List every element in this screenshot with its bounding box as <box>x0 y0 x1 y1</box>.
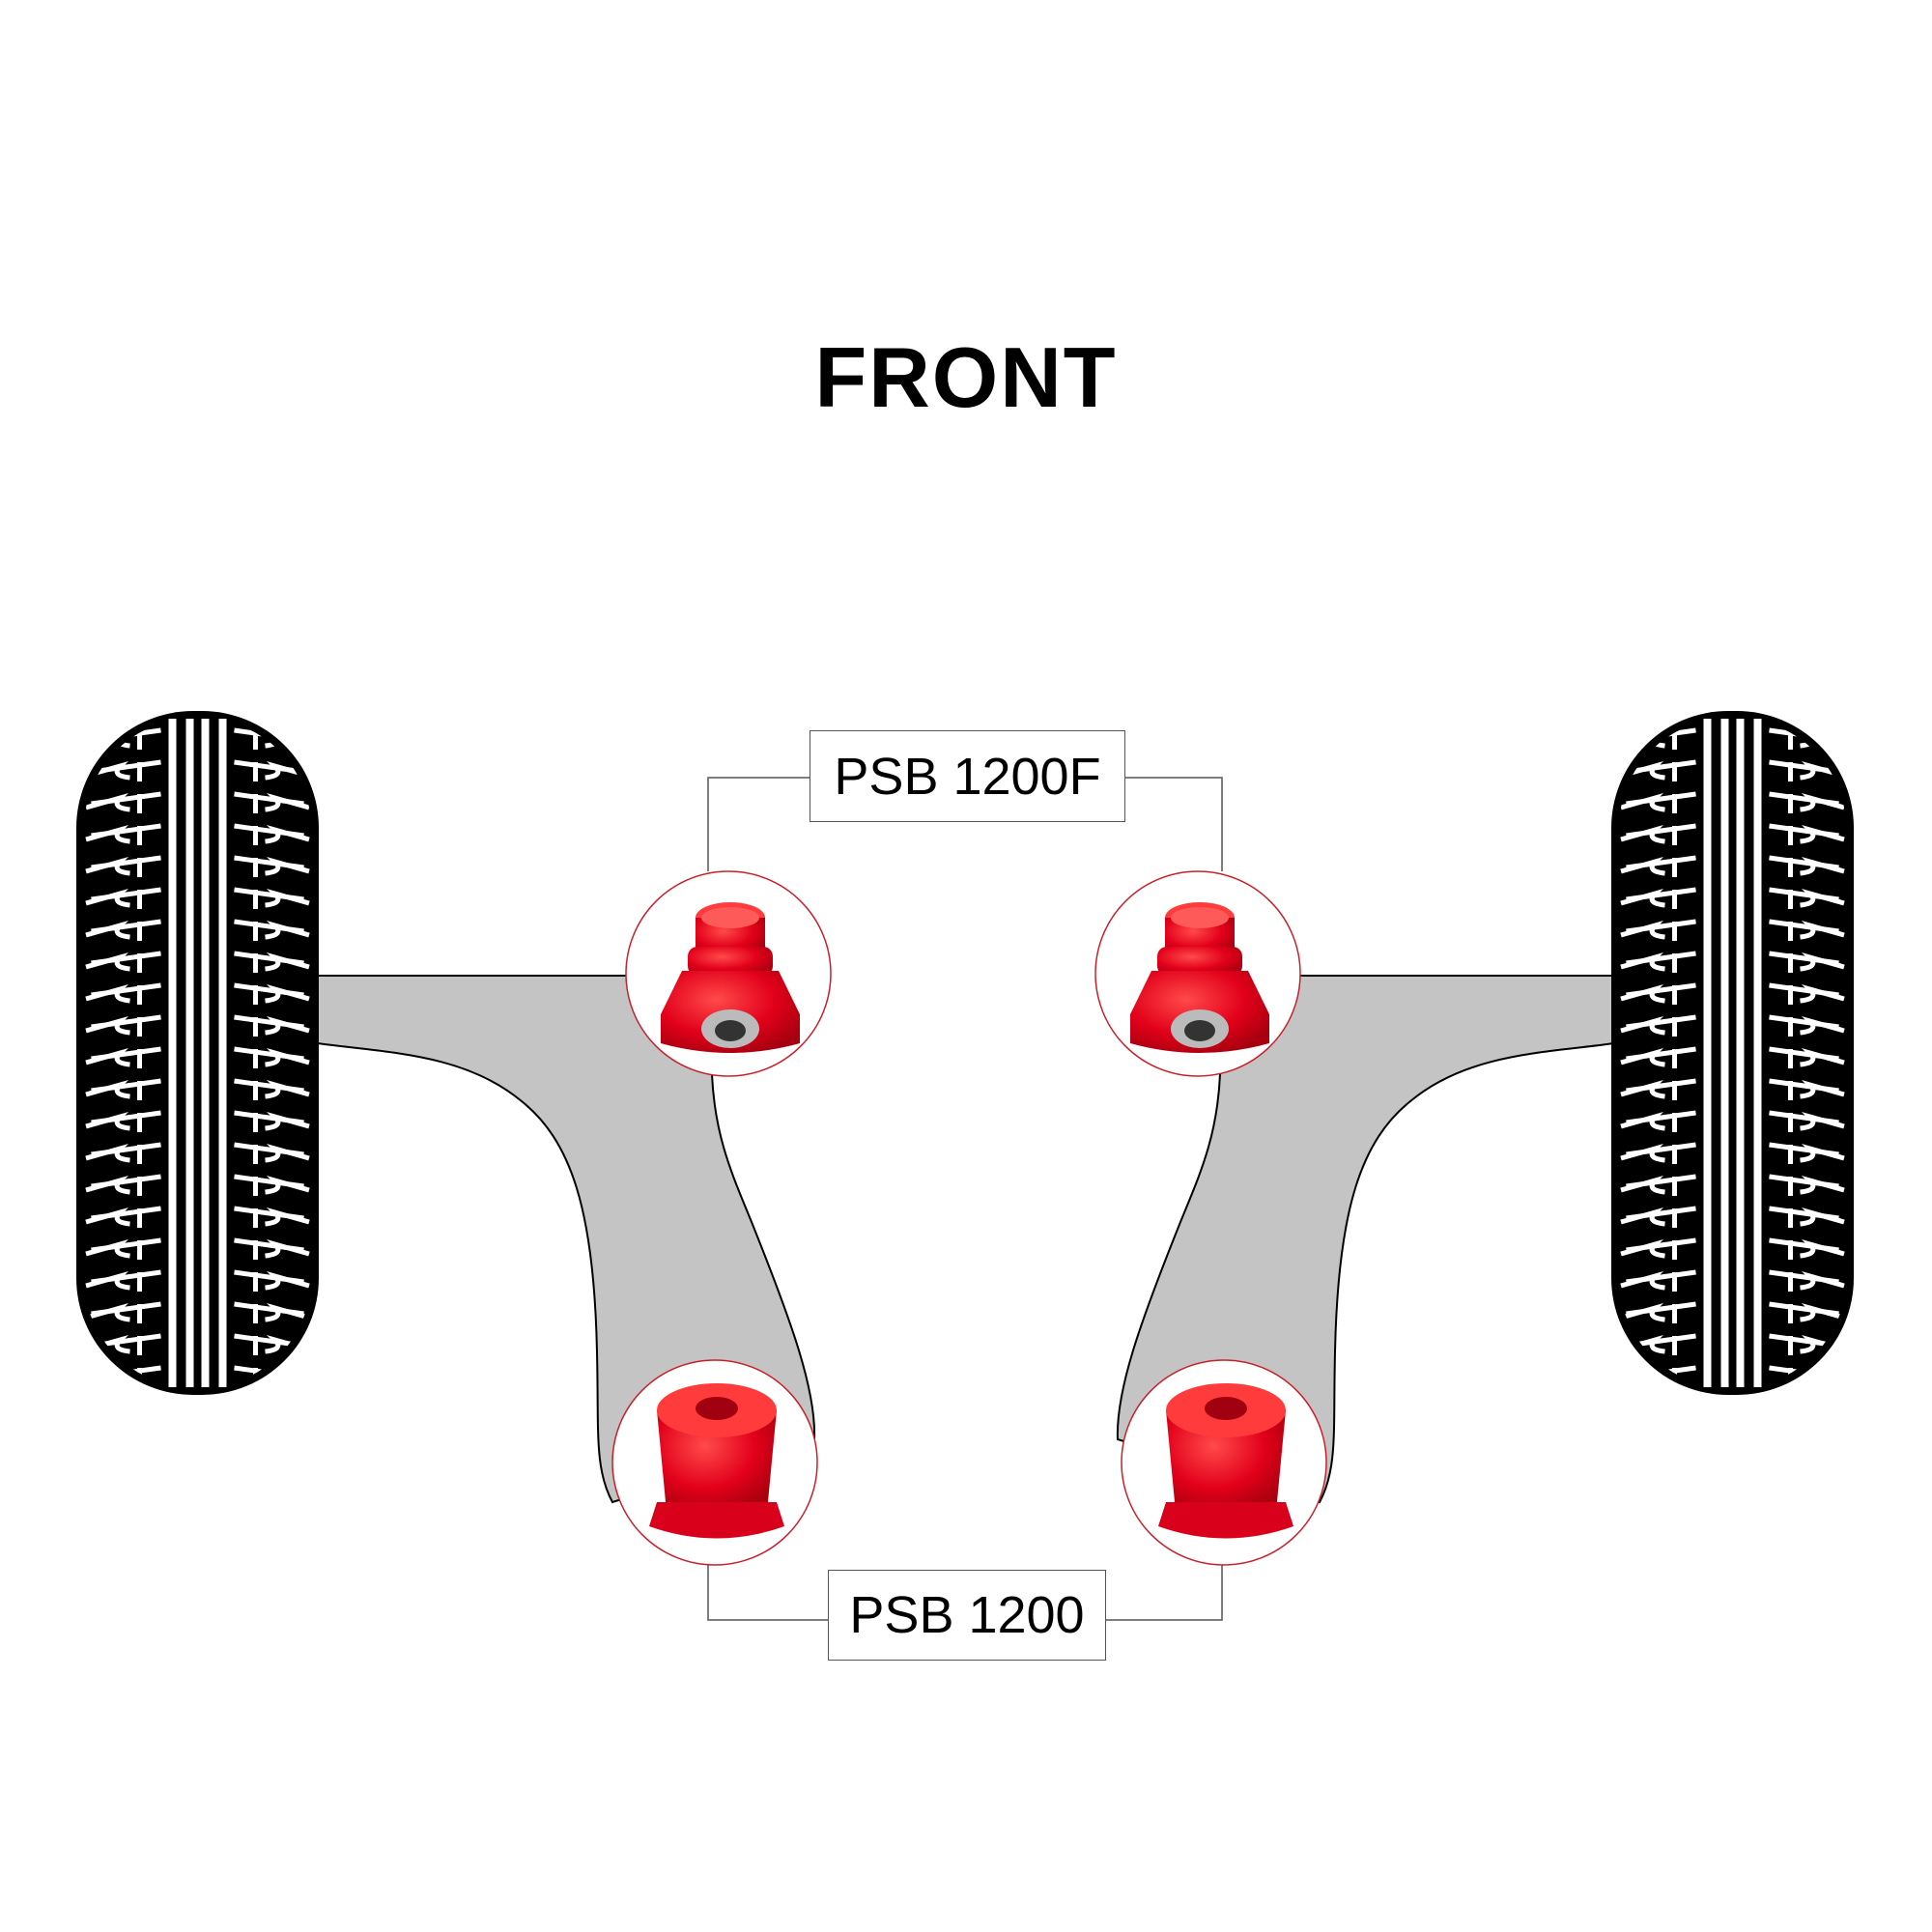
connector-lines <box>707 777 1223 1621</box>
lower-bushing-part-label[interactable]: PSB 1200 <box>828 1570 1106 1661</box>
left-tire <box>76 711 319 1395</box>
upper-left-bushing[interactable] <box>625 870 832 1077</box>
upper-right-bushing[interactable] <box>1094 870 1301 1077</box>
page-title: FRONT <box>814 329 1118 425</box>
right-tire <box>1611 711 1854 1395</box>
lower-left-bushing[interactable] <box>611 1359 818 1566</box>
upper-bushing-part-label[interactable]: PSB 1200F <box>810 730 1125 822</box>
lower-right-bushing[interactable] <box>1121 1359 1327 1566</box>
